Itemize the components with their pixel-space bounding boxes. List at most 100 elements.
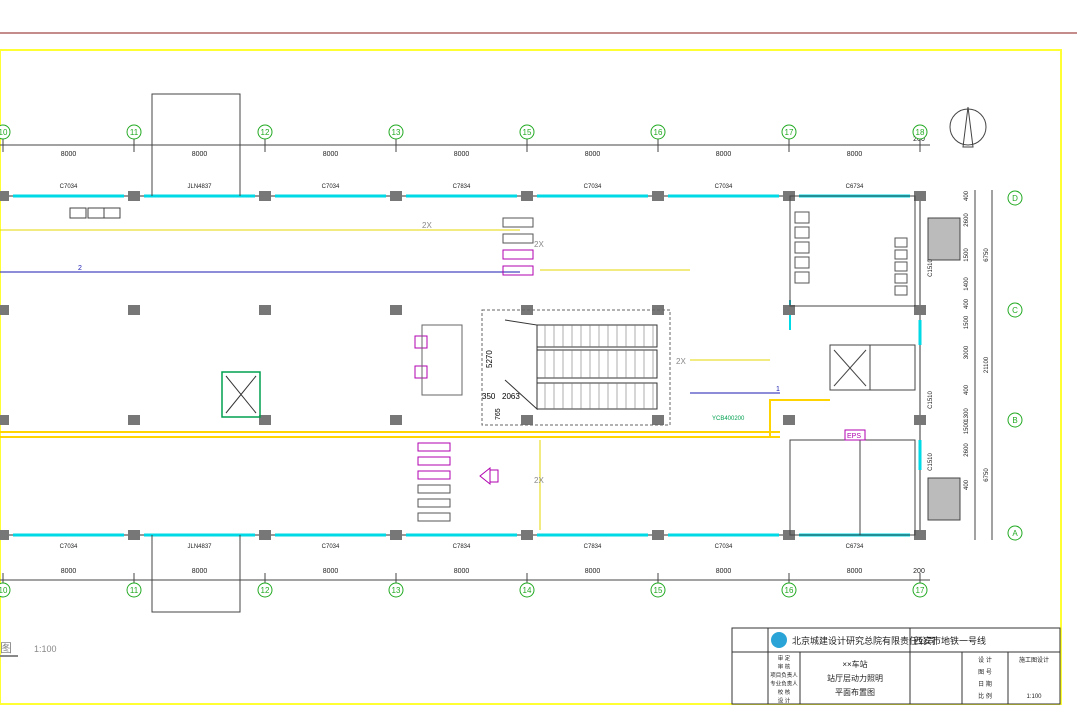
windows: C7034C7034JLN4837JLN4837C7034C7034C7834C… — [13, 184, 922, 550]
equipment-unit — [502, 265, 534, 276]
north-arrow-circle — [949, 108, 987, 146]
tb-row-label: 校 核 — [778, 688, 791, 696]
window-code-top: C7034 — [60, 184, 78, 190]
tb-info-value: 施工图设计 — [1019, 656, 1049, 664]
axis-bubble-top — [519, 124, 535, 140]
shaft-upper — [927, 217, 961, 261]
axis-label-bottom: 14 — [523, 586, 532, 595]
tb-info-label: 图 号 — [978, 669, 992, 676]
axis-bubble-top — [257, 124, 273, 140]
grid-bubbles: 10101111121213131514161517161817DCBA4002… — [0, 124, 1023, 598]
equipment-unit — [417, 470, 451, 480]
arrow-marker — [479, 466, 491, 486]
axis-label-right: A — [1012, 529, 1018, 538]
tb-info-label: 比 例 — [978, 692, 992, 700]
dim-value-right: 400 — [964, 384, 970, 395]
axis-bubble-top — [126, 124, 142, 140]
panel-icon — [414, 335, 428, 349]
column — [521, 530, 533, 540]
axis-bubble-top — [388, 124, 404, 140]
window-code-top: C6734 — [846, 184, 864, 190]
core-x2 — [833, 349, 867, 387]
toilet-stall — [794, 256, 810, 269]
dim-value-right: 1400 — [964, 277, 970, 291]
dim-value-top: 8000 — [716, 151, 732, 158]
company-logo-icon — [771, 632, 787, 648]
cable-2x-a: 2X — [422, 221, 432, 230]
box-2 — [87, 207, 105, 219]
dim-value-right: 3000 — [964, 345, 970, 359]
escalator-1 — [536, 324, 658, 348]
column — [521, 191, 533, 201]
column — [652, 530, 664, 540]
cable-2x-b: 2X — [534, 240, 544, 249]
toilet-stalls — [794, 211, 908, 296]
dim-value-bottom: 8000 — [454, 568, 470, 575]
dim-value-top: 8000 — [323, 151, 339, 158]
toilet-stall — [794, 271, 810, 284]
drawing-frame — [0, 49, 1062, 705]
window-code-bottom: C7834 — [584, 544, 602, 550]
dim-value-top: 8000 — [847, 151, 863, 158]
figure-label: 图 — [0, 641, 12, 655]
north-arrow-icon — [962, 106, 974, 148]
box-1 — [69, 207, 87, 219]
room-lower-2 — [859, 439, 916, 536]
window-code-bottom: C7034 — [322, 544, 340, 550]
equipment-unit — [502, 217, 534, 228]
axis-bubble-bottom — [388, 582, 404, 598]
dim-value-bottom: 8000 — [585, 568, 601, 575]
axis-label-bottom: 11 — [130, 586, 139, 595]
dim-value-right: 1500 — [964, 248, 970, 262]
cable-tray-branch — [769, 399, 830, 437]
room-b — [869, 344, 916, 391]
axis-label-top: 17 — [785, 128, 794, 137]
dim-value-top: 8000 — [454, 151, 470, 158]
dim-value-right: 1500 — [964, 420, 970, 434]
dim-value-right: 1500 — [964, 315, 970, 329]
tray-note: YCB400200 — [712, 416, 745, 422]
column — [0, 530, 9, 540]
axis-bubble-top — [0, 124, 11, 140]
escalator-steps — [544, 325, 654, 409]
dim-value-right-mid: 21100 — [984, 356, 990, 373]
tb-row-label: 审 定 — [778, 654, 791, 662]
toilet-block — [789, 195, 916, 307]
window-code-top: C7034 — [715, 184, 733, 190]
axis-bubble-top — [650, 124, 666, 140]
axis-label-bottom: 12 — [261, 586, 270, 595]
central-elevator — [221, 371, 261, 418]
column — [914, 191, 926, 201]
column — [259, 530, 271, 540]
dim-value-right: 1300 — [964, 408, 970, 422]
axis-label-top: 18 — [916, 128, 925, 137]
axis-label-bottom: 10 — [0, 586, 8, 595]
window-code-top: C7034 — [322, 184, 340, 190]
window-code-right: C1510 — [928, 453, 934, 471]
equipment-unit — [417, 484, 451, 494]
dim-value-right: 2600 — [964, 443, 970, 457]
axis-label-bottom: 13 — [392, 586, 401, 595]
column — [783, 530, 795, 540]
toilet-stall — [794, 226, 810, 239]
stair-dim-c: 2063 — [502, 392, 520, 401]
eps-room — [844, 429, 866, 441]
equipment-unit — [417, 512, 451, 522]
axis-bubble-bottom — [912, 582, 928, 598]
magenta-equipment — [414, 217, 534, 522]
window-code-bottom: C6734 — [846, 544, 864, 550]
column — [652, 415, 664, 425]
axis-label-right: C — [1012, 306, 1018, 315]
axis-label-top: 13 — [392, 128, 401, 137]
toilet-stall — [794, 241, 810, 254]
dim-value-bottom: 8000 — [192, 568, 208, 575]
tb-row-label: 项目负责人 — [770, 671, 798, 679]
axis-label-right: B — [1012, 416, 1017, 425]
cable-label-2: 2 — [78, 265, 82, 272]
tb-row-label: 专业负责人 — [770, 680, 798, 688]
column — [128, 305, 140, 315]
elevator-x2 — [225, 375, 257, 414]
column — [128, 530, 140, 540]
company-name: 北京城建设计研究总院有限责任公司 — [792, 635, 936, 646]
